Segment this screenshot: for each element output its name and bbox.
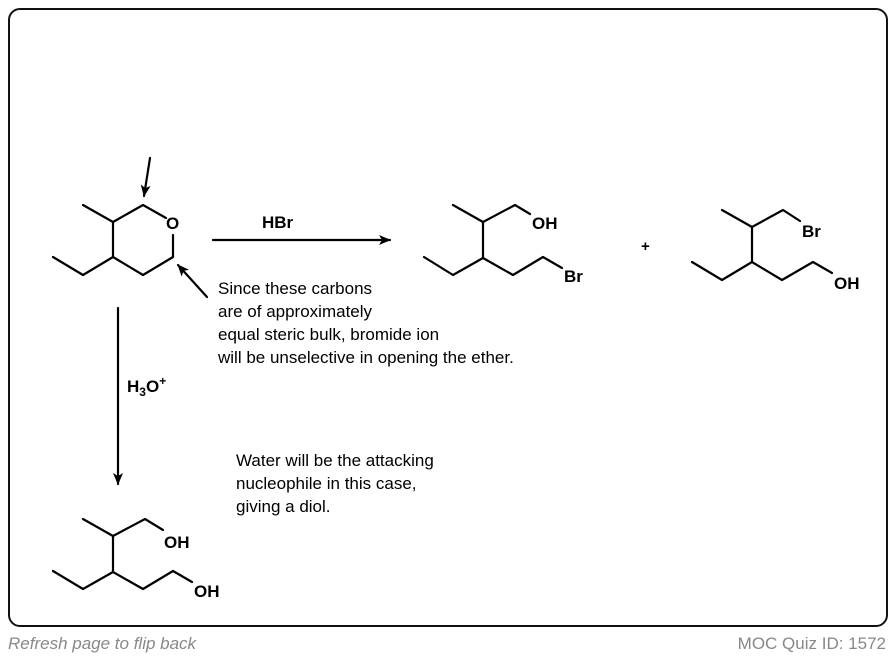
br-label: Br xyxy=(564,267,583,286)
note-line: Water will be the attacking xyxy=(236,451,434,470)
product-bromo-alcohol-2: Br OH xyxy=(690,208,860,293)
flip-back-hint: Refresh page to flip back xyxy=(8,634,197,653)
note-line: nucleophile in this case, xyxy=(236,474,417,493)
note-line: are of approximately xyxy=(218,302,373,321)
product-bromo-alcohol-1: OH Br xyxy=(422,203,583,286)
o-label: O xyxy=(146,377,159,396)
reagent-h3o: H3O+ xyxy=(127,374,166,399)
oxygen-label: O xyxy=(166,214,179,233)
br-label: Br xyxy=(802,222,821,241)
superscript: + xyxy=(159,374,166,388)
pointer-arrow-top xyxy=(140,156,152,198)
note-line: Since these carbons xyxy=(218,279,372,298)
note-line: will be unselective in opening the ether… xyxy=(217,348,514,367)
oh-label: OH xyxy=(532,214,558,233)
oh-label: OH xyxy=(194,582,220,601)
plus-sign: + xyxy=(641,238,650,255)
note-hbr: Since these carbons are of approximately… xyxy=(217,279,514,367)
oh-label: OH xyxy=(164,533,190,552)
pointer-arrow-bottom xyxy=(176,263,209,299)
starting-ether: O xyxy=(51,203,179,277)
note-line: giving a diol. xyxy=(236,497,331,516)
oh-label: OH xyxy=(834,274,860,293)
product-diol: OH OH xyxy=(51,517,220,601)
quiz-id: MOC Quiz ID: 1572 xyxy=(737,634,886,653)
h-label: H xyxy=(127,377,139,396)
note-water: Water will be the attacking nucleophile … xyxy=(236,451,434,516)
reagent-hbr: HBr xyxy=(262,213,294,232)
note-line: equal steric bulk, bromide ion xyxy=(218,325,439,344)
subscript: 3 xyxy=(139,385,146,399)
